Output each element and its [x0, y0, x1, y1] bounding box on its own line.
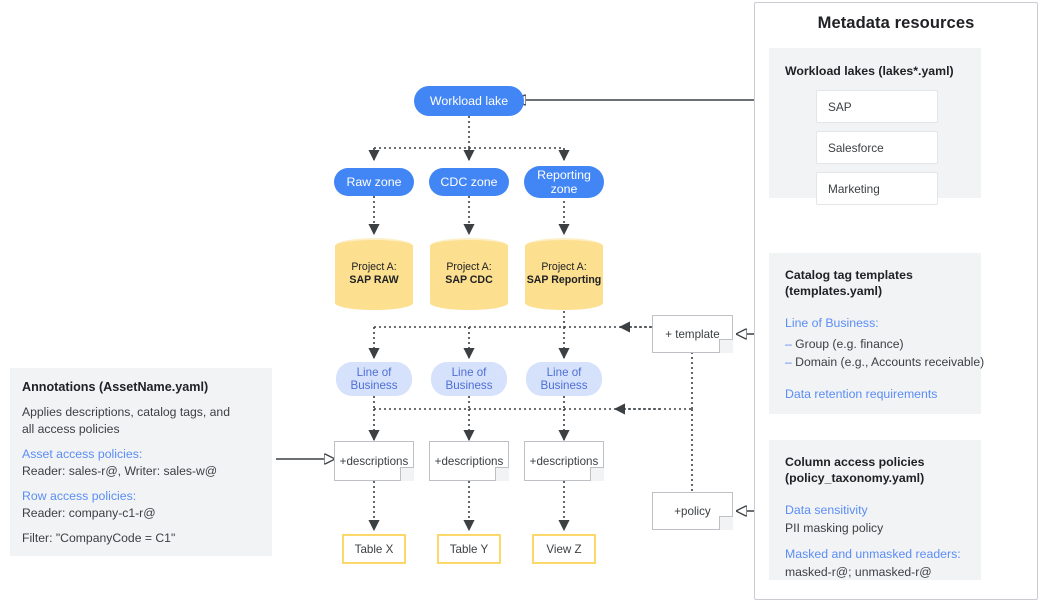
catalog-tag-templates-heading-line1: Catalog tag templates [785, 268, 913, 282]
cylinder-top [525, 238, 603, 254]
annotations-card: Annotations (AssetName.yaml) Applies des… [10, 368, 272, 556]
node-line-of-business-1-label: Line of Business [350, 365, 398, 393]
note-descriptions-3[interactable]: +descriptions [524, 441, 604, 481]
node-line-of-business-3-label: Line of Business [540, 365, 588, 393]
row-access-policies-value: Reader: company-c1-r@ [22, 506, 156, 520]
output-view-z-label: View Z [546, 542, 582, 556]
cylinder-body [430, 245, 508, 303]
node-cdc-zone[interactable]: CDC zone [429, 168, 509, 196]
line-of-business-bullet-domain: – Domain (e.g., Accounts receivable) [785, 354, 985, 371]
output-table-x-label: Table X [354, 542, 394, 556]
annotations-description-line2: all access policies [22, 422, 120, 436]
node-workload-lake[interactable]: Workload lake [414, 86, 524, 116]
node-line-of-business-2[interactable]: Line of Business [431, 362, 507, 396]
node-cdc-zone-label: CDC zone [440, 175, 498, 189]
node-raw-zone-label: Raw zone [346, 175, 402, 189]
node-reporting-zone-label: Reporting zone [537, 168, 591, 196]
output-table-y[interactable]: Table Y [437, 534, 501, 564]
node-workload-lake-label: Workload lake [429, 94, 509, 108]
cylinder-top [430, 238, 508, 254]
note-descriptions-2[interactable]: +descriptions [429, 441, 509, 481]
note-policy-label: +policy [674, 504, 711, 518]
line-of-business-bullet-group: – Group (e.g. finance) [785, 336, 981, 353]
bullet-dash-icon: – [785, 337, 796, 351]
column-access-policies-heading-line1: Column access policies [785, 455, 925, 469]
output-view-z[interactable]: View Z [532, 534, 596, 564]
output-table-y-label: Table Y [449, 542, 489, 556]
datastore-name: SAP Reporting [526, 274, 602, 286]
annotations-description-line1: Applies descriptions, catalog tags, and [22, 405, 230, 419]
lake-item-salesforce-label: Salesforce [828, 140, 884, 155]
note-template-label: + template [665, 327, 720, 341]
note-policy[interactable]: +policy [652, 492, 733, 530]
bullet-dash-icon: – [785, 355, 796, 369]
column-access-policies-heading-line2: (policy_taxonomy.yaml) [785, 471, 925, 485]
note-descriptions-2-label: +descriptions [434, 454, 504, 468]
note-descriptions-3-label: +descriptions [529, 454, 599, 468]
datastore-sap-reporting-text: Project A: SAP Reporting [525, 238, 603, 310]
note-descriptions-1[interactable]: +descriptions [334, 441, 414, 481]
masked-readers-label: Masked and unmasked readers: [785, 547, 961, 561]
datastore-prefix: Project A: [446, 261, 492, 273]
lake-item-sap-label: SAP [828, 99, 852, 114]
catalog-tag-templates-card: Catalog tag templates (templates.yaml) L… [769, 253, 984, 414]
datastore-sap-cdc[interactable]: Project A: SAP CDC [430, 238, 508, 310]
node-reporting-zone[interactable]: Reporting zone [524, 166, 604, 198]
page-fold-icon [400, 467, 414, 481]
data-sensitivity-label: Data sensitivity [785, 503, 868, 517]
row-access-policies-label: Row access policies: [22, 489, 137, 503]
catalog-tag-templates-heading-line2: (templates.yaml) [785, 284, 883, 298]
asset-access-policies-label: Asset access policies: [22, 447, 143, 461]
cylinder-body [335, 245, 413, 303]
metadata-resources-title: Metadata resources [817, 14, 975, 32]
lake-item-salesforce[interactable]: Salesforce [816, 131, 938, 164]
asset-access-policies-value: Reader: sales-r@, Writer: sales-w@ [22, 464, 218, 478]
datastore-name: SAP CDC [445, 274, 493, 286]
node-raw-zone[interactable]: Raw zone [334, 168, 414, 196]
masked-readers-value: masked-r@; unmasked-r@ [785, 565, 932, 579]
note-template[interactable]: + template [652, 315, 733, 353]
node-line-of-business-3[interactable]: Line of Business [526, 362, 602, 396]
page-fold-icon [495, 467, 509, 481]
workload-lakes-heading: Workload lakes (lakes*.yaml) [785, 64, 954, 78]
lake-item-marketing[interactable]: Marketing [816, 172, 938, 205]
node-line-of-business-1[interactable]: Line of Business [336, 362, 412, 396]
datastore-prefix: Project A: [541, 261, 587, 273]
column-access-policies-card: Column access policies (policy_taxonomy.… [769, 440, 981, 580]
datastore-sap-raw-text: Project A: SAP RAW [335, 238, 413, 310]
data-retention-requirements-label: Data retention requirements [785, 387, 938, 401]
line-of-business-label: Line of Business: [785, 316, 879, 330]
lake-item-sap[interactable]: SAP [816, 90, 938, 123]
row-filter-value: Filter: "CompanyCode = C1" [22, 531, 176, 545]
output-table-x[interactable]: Table X [342, 534, 406, 564]
page-fold-icon [719, 516, 733, 530]
datastore-prefix: Project A: [351, 261, 397, 273]
node-line-of-business-2-label: Line of Business [445, 365, 493, 393]
line-of-business-bullet-domain-text: Domain (e.g., Accounts receivable) [795, 355, 985, 369]
workload-lakes-card: Workload lakes (lakes*.yaml) SAP Salesfo… [769, 48, 981, 205]
note-descriptions-1-label: +descriptions [339, 454, 409, 468]
annotations-title: Annotations (AssetName.yaml) [22, 380, 209, 394]
page-fold-icon [590, 467, 604, 481]
datastore-sap-raw[interactable]: Project A: SAP RAW [335, 238, 413, 310]
datastore-sap-reporting[interactable]: Project A: SAP Reporting [525, 238, 603, 310]
datastore-name: SAP RAW [349, 274, 399, 286]
data-sensitivity-value: PII masking policy [785, 521, 884, 535]
line-of-business-bullet-group-text: Group (e.g. finance) [795, 337, 904, 351]
cylinder-body [525, 245, 603, 303]
cylinder-top [335, 238, 413, 254]
datastore-sap-cdc-text: Project A: SAP CDC [430, 238, 508, 310]
lake-item-marketing-label: Marketing [828, 181, 880, 196]
page-fold-icon [719, 339, 733, 353]
